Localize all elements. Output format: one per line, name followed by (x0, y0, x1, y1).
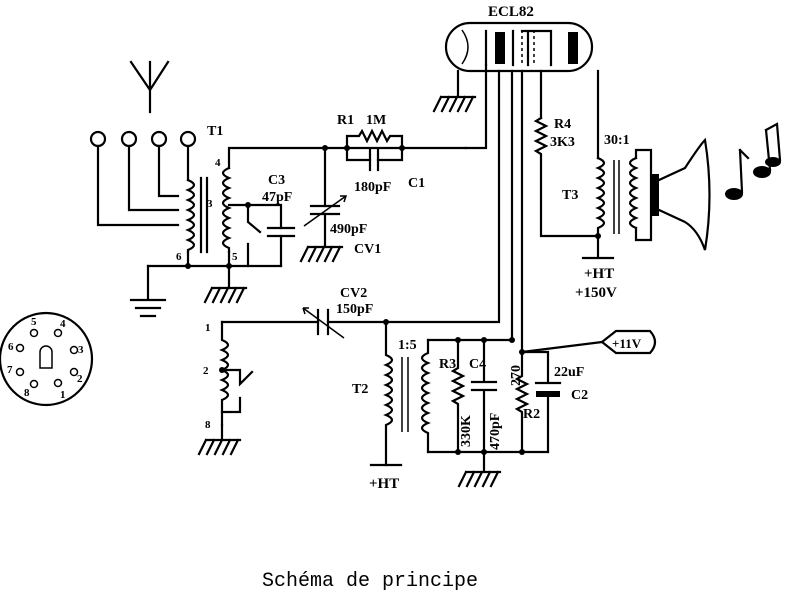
t2-label: T2 (352, 382, 368, 397)
t3-label: T3 (562, 188, 578, 203)
c3-value: 47pF (262, 190, 292, 205)
socket-pin-label: 4 (60, 318, 66, 330)
r4-resistor: R4 3K3 (533, 116, 600, 238)
r4-label: R4 (554, 117, 571, 132)
c3-label: C3 (268, 173, 285, 188)
c4-label: C4 (469, 357, 486, 372)
socket-pin-label: 7 (7, 364, 13, 376)
c4-value: 470pF (488, 413, 503, 450)
transformer-t3: 30:1 T3 (562, 133, 653, 242)
l2-pin8: 8 (205, 419, 211, 431)
tube-socket: 1 2 3 4 5 6 7 8 (0, 311, 94, 407)
r2-value: 270 (509, 365, 524, 386)
r3-resistor: R3 330K (439, 338, 474, 454)
r2-label: R2 (523, 407, 540, 422)
t3-ratio: 30:1 (604, 133, 630, 148)
c3-capacitor: C3 47pF (227, 173, 296, 268)
cv2-value: 150pF (336, 302, 373, 317)
r2-resistor: 270 R2 (509, 349, 540, 454)
r4-value: 3K3 (550, 135, 575, 150)
t1-label: T1 (207, 124, 223, 139)
coil-l2: 1 2 8 (203, 320, 254, 431)
t2-ht-label: +HT (369, 476, 399, 492)
supply-label: +11V (612, 336, 642, 351)
socket-pin-label: 5 (31, 316, 37, 328)
socket-pin-label: 3 (78, 344, 84, 356)
cv1-value: 490pF (330, 222, 367, 237)
c4-capacitor: C4 470pF (469, 338, 503, 454)
transformer-t2: 1:5 T2 (352, 320, 431, 467)
r1-resistor: R1 1M (337, 113, 405, 151)
tube-label: ECL82 (488, 4, 534, 20)
c2-value: 22uF (554, 365, 584, 380)
socket-pin-label: 1 (60, 389, 66, 401)
r3-value: 330K (459, 415, 474, 447)
l2-pin2: 2 (203, 365, 209, 377)
t1-pin3: 3 (207, 198, 213, 210)
c1-capacitor: 180pF C1 (345, 146, 425, 195)
t1-pin6: 6 (176, 251, 182, 263)
cv1-label: CV1 (354, 242, 381, 257)
socket-pin-label: 6 (8, 341, 14, 353)
c1-value: 180pF (354, 180, 391, 195)
c2-capacitor: 22uF C2 (520, 350, 588, 454)
t1-pin5: 5 (232, 251, 238, 263)
l2-pin1: 1 (205, 322, 211, 334)
c1-label: C1 (408, 176, 425, 191)
socket-pin-label: 2 (77, 373, 83, 385)
supply-tag: +11V (600, 329, 657, 355)
transformer-t1: T1 4 3 6 5 (176, 124, 468, 263)
loudspeaker-icon (651, 137, 711, 251)
diagram-caption: Schéma de principe (262, 570, 478, 593)
cv2-variable-capacitor: CV2 150pF (220, 286, 389, 339)
t2-ratio: 1:5 (398, 338, 417, 353)
ht-label: +HT (584, 266, 614, 282)
cv1-variable-capacitor: 490pF CV1 (299, 145, 381, 263)
r1-label: R1 (337, 113, 354, 128)
socket-pin-label: 8 (24, 387, 30, 399)
ecl82-tube: ECL82 (444, 4, 594, 73)
ground-symbol (203, 264, 248, 304)
r3-label: R3 (439, 357, 456, 372)
r1-value: 1M (366, 113, 386, 128)
antenna-terminals[interactable] (89, 130, 197, 227)
music-note-icon (753, 122, 782, 178)
music-note-icon (725, 148, 750, 200)
t1-pin4: 4 (215, 157, 221, 169)
ht-voltage: +150V (575, 285, 617, 301)
c2-label: C2 (571, 388, 588, 403)
ground-symbol (129, 264, 167, 318)
antenna-symbol (129, 60, 170, 114)
cv2-label: CV2 (340, 286, 367, 301)
